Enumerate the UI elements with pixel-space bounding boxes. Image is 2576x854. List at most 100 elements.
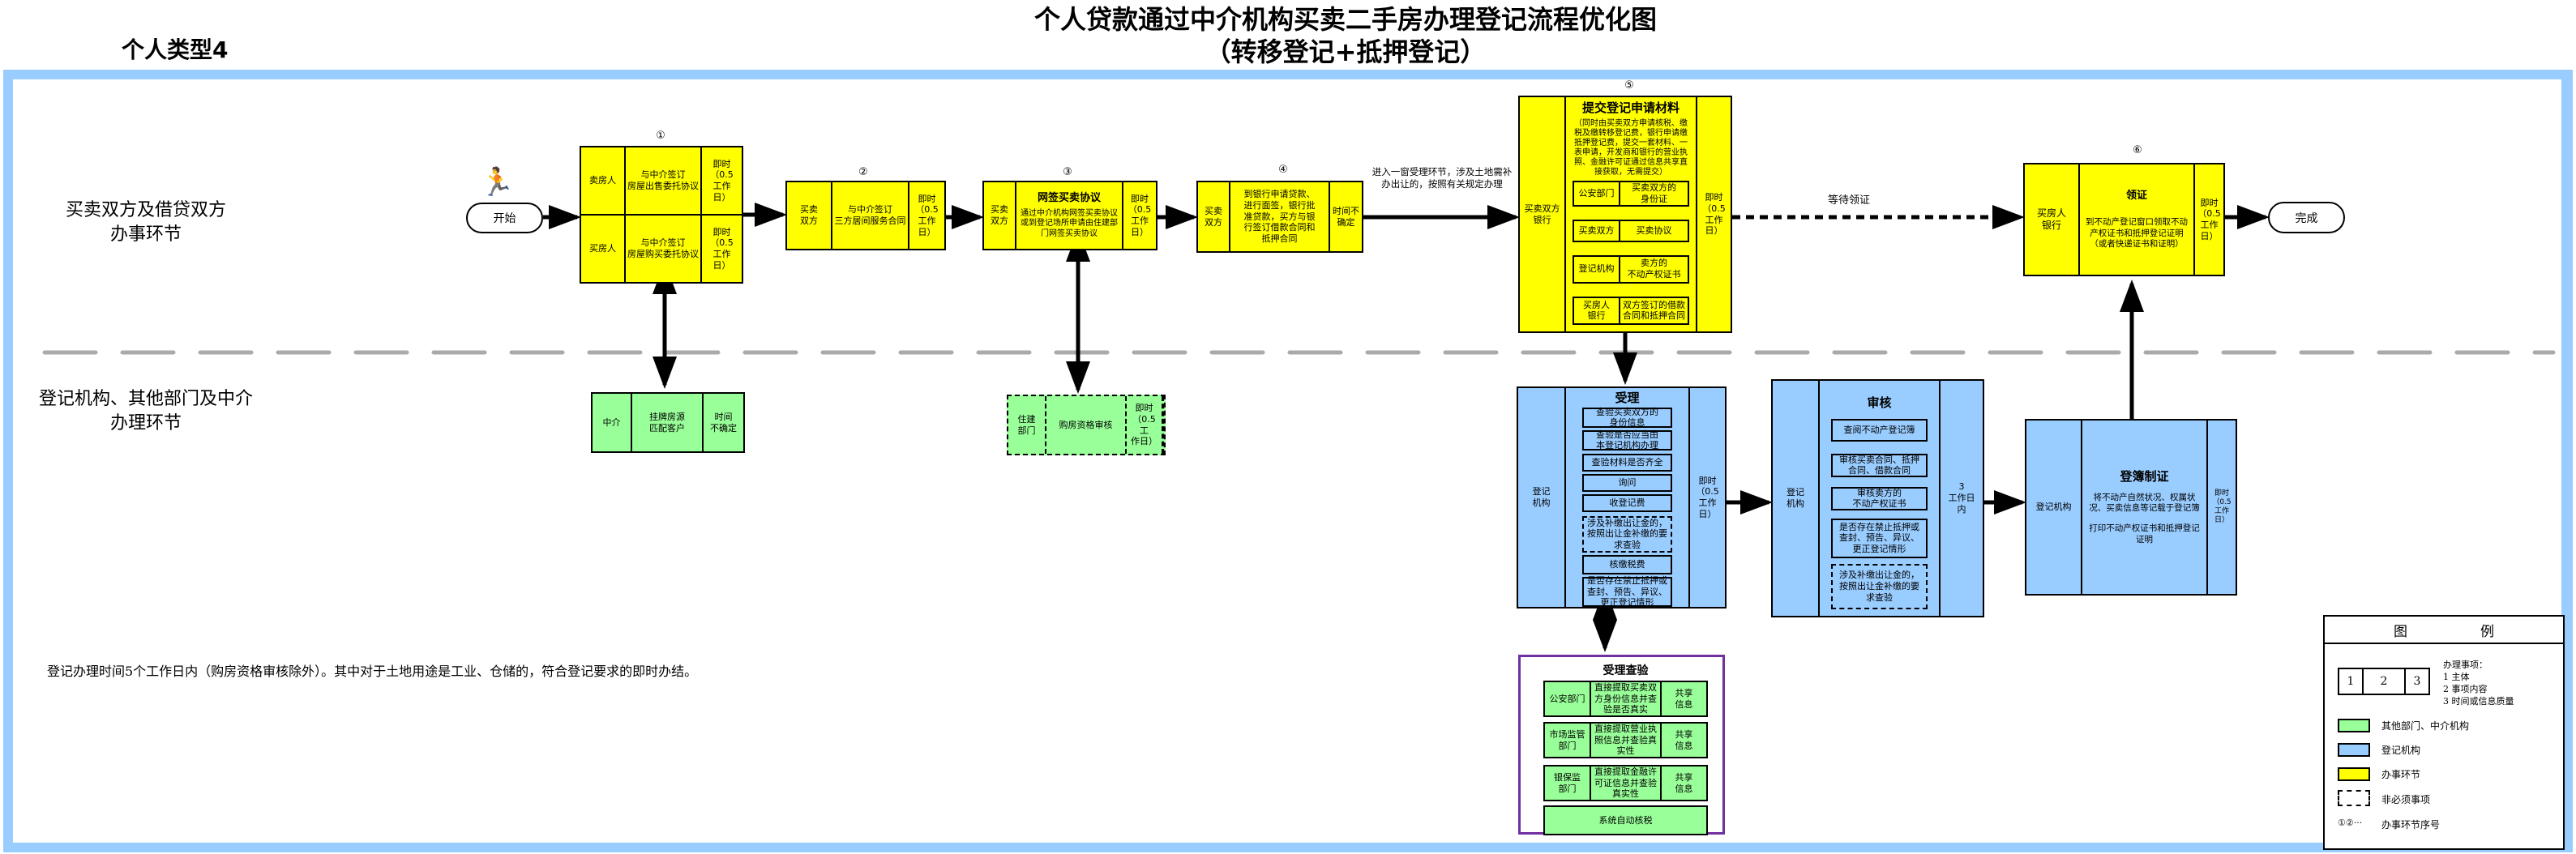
- shared-info-check-box: 受理查验 公安部门直接提取买卖双 方身份信息并查 验是否真实共享 信息 市场监管…: [1518, 655, 1725, 835]
- review-item: 是否存在禁止抵押或 查封、预告、异议、 更正登记情形: [1831, 518, 1928, 558]
- end-terminal: 完成: [2268, 202, 2345, 233]
- purchase-eligibility-box: 住建 部门购房资格审核即时 （0.5工 作日）: [1007, 395, 1166, 455]
- check-row: 公安部门直接提取买卖双 方身份信息并查 验是否真实共享 信息: [1543, 681, 1708, 717]
- dept: 买房人 银行: [1583, 299, 1610, 322]
- step-number: ①: [656, 130, 665, 142]
- step-number: ④: [1278, 164, 1288, 176]
- subject: 买卖 双方: [1198, 182, 1230, 251]
- time: 时间 不确定: [710, 411, 737, 433]
- one-window-note: 进入一窗受理环节，涉及土地需补 办出让的，按照有关规定办理: [1371, 166, 1513, 190]
- check-item: 查验是否应当由 本登记机构办理: [1582, 429, 1672, 450]
- content: 与中介签订 三方居间服务合同: [832, 182, 909, 249]
- step-5-box: 买卖双方 银行 提交登记申请材料 （同时由买卖双方申请核税、缴税及缴转移登记费，…: [1518, 96, 1732, 333]
- material-item: 买卖双方买卖协议: [1573, 219, 1689, 242]
- legend-label: 办事环节: [2381, 769, 2421, 780]
- content: 直接提取营业执 照信息并查验真 实性: [1590, 724, 1660, 757]
- footer-note: 登记办理时间5个工作日内（购房资格审核除外）。其中对于土地用途是工业、仓储的，符…: [47, 664, 698, 679]
- review-item: 查阅不动产登记簿: [1831, 418, 1928, 442]
- step-2-box: 买卖 双方与中介签订 三方居间服务合同即时 （0.5 工作 日）: [785, 181, 946, 250]
- step-content: 到不动产登记窗口领取不动 产权证书和抵押登记证明 （或者快递证书和证明）: [2086, 217, 2188, 249]
- legend-sample-box: 1 2 3: [2338, 668, 2430, 695]
- check-item: 查验买卖双方的 身份信息: [1582, 407, 1672, 428]
- step-note: （同时由买卖双方申请核税、缴税及缴转移登记费，银行申请缴抵押登记费，提交一套材料…: [1574, 118, 1688, 177]
- step-title: 受理: [1615, 391, 1640, 405]
- subject: 中介: [593, 394, 632, 451]
- doc: 买卖协议: [1619, 220, 1688, 241]
- page-type-label: 个人类型4: [122, 36, 229, 63]
- legend-label: 登记机构: [2381, 745, 2421, 756]
- subject: 卖房人: [581, 147, 626, 214]
- legend: 图例 1 2 3 办理事项： 1 主体 2 事项内容 3 时间或信息质量 其他部…: [2323, 615, 2565, 850]
- sample-col: 1: [2339, 669, 2364, 694]
- content: 挂牌房源 匹配客户: [632, 394, 704, 451]
- dept: 银保监 部门: [1554, 771, 1581, 794]
- step-title: 登簿制证: [2120, 469, 2169, 485]
- content: 登簿制证 将不动产自然状况、权属状 况、买卖信息等记载于登记簿 打印不动产权证书…: [2082, 421, 2208, 594]
- legend-title: 例: [2480, 623, 2494, 640]
- subject: 住建 部门: [1008, 396, 1046, 454]
- page-title: 个人贷款通过中介机构买卖二手房办理登记流程优化图（转移登记+抵押登记）: [1021, 3, 1670, 68]
- step-number: ⑤: [1624, 79, 1634, 92]
- step-1-buyer-row: 买房人与中介签订 房屋购买委托协议即时 （0.5 工作 日）: [581, 216, 742, 282]
- doc: 买卖双方的 身份证: [1619, 181, 1688, 205]
- legend-item: 2 事项内容: [2443, 684, 2488, 694]
- content: 购房资格审核: [1046, 396, 1127, 454]
- subject: 买卖 双方: [984, 182, 1016, 249]
- step-1-seller-row: 卖房人与中介签订 房屋出售委托协议即时 （0.5 工作 日）: [581, 147, 742, 216]
- time: 即时 （0.5 工作 日）: [915, 193, 939, 237]
- dept: 市场监管 部门: [1549, 728, 1585, 751]
- check-item: 询问: [1582, 474, 1672, 493]
- dept: 公安部门: [1549, 693, 1585, 704]
- legend-item: 1 主体: [2443, 672, 2470, 682]
- sample-col: 2: [2364, 669, 2406, 694]
- time: 3 工作日 内: [1948, 481, 1975, 515]
- review-item-optional: 涉及补缴出让金的， 按照出让金补缴的要 求查验: [1831, 563, 1928, 609]
- content: 直接提取买卖双 方身份信息并查 验是否真实: [1590, 682, 1660, 715]
- check-item-optional: 涉及补缴出让金的， 按照出让金补缴的要 求查验: [1582, 515, 1672, 553]
- lane-label-agencies: 登记机构、其他部门及中介 办理环节: [38, 389, 253, 433]
- check-row: 银保监 部门直接提取金融许 可证信息并查验 真实性共享 信息: [1543, 765, 1708, 801]
- check-item: 收登记费: [1582, 494, 1672, 512]
- step-title: 领证: [2125, 190, 2147, 203]
- content: 提交登记申请材料 （同时由买卖双方申请核税、缴税及缴转移登记费，银行申请缴抵押登…: [1566, 97, 1697, 331]
- step-number: ⑥: [2133, 144, 2142, 156]
- title-line-2: （转移登记+抵押登记）: [1205, 36, 1487, 67]
- step-title: 审核: [1867, 395, 1892, 410]
- time: 即时 （0.5 工作 日）: [2212, 489, 2232, 525]
- time: 即时 （0.5 工作 日）: [710, 158, 734, 203]
- legend-swatch-blue: [2338, 743, 2370, 757]
- review-box: 登记 机构 审核 查阅不动产登记簿 审核买卖合同、抵押 合同、借款合同 审核卖方…: [1771, 379, 1984, 617]
- step-1-box: 卖房人与中介签订 房屋出售委托协议即时 （0.5 工作 日） 买房人与中介签订 …: [580, 146, 743, 284]
- subject: 买卖双方 银行: [1520, 97, 1566, 331]
- legend-item: 3 时间或信息质量: [2443, 696, 2514, 707]
- start-terminal: 开始: [466, 203, 543, 233]
- runner-icon: 🏃: [480, 166, 515, 199]
- subject: 登记机构: [2026, 421, 2082, 594]
- time: 即时 （0.5 工作 日）: [1702, 192, 1726, 237]
- subject: 登记 机构: [1518, 388, 1566, 607]
- dept: 买卖双方: [1578, 224, 1615, 236]
- diagram-frame: [3, 70, 2573, 852]
- content: 受理 查验买卖双方的 身份信息 查验是否应当由 本登记机构办理 查验材料是否齐全…: [1566, 388, 1690, 608]
- auto-tax-check: 系统自动核税: [1543, 805, 1708, 835]
- content: 审核 查阅不动产登记簿 审核买卖合同、抵押 合同、借款合同 审核卖方的 不动产权…: [1820, 381, 1941, 616]
- content: 直接提取金融许 可证信息并查验 真实性: [1590, 766, 1660, 800]
- check-item: 查验材料是否齐全: [1582, 453, 1672, 472]
- legend-items: 办理事项： 1 主体 2 事项内容 3 时间或信息质量: [2443, 659, 2514, 707]
- subject: 买房人: [581, 216, 626, 282]
- content: 与中介签订 房屋出售委托协议: [626, 147, 702, 214]
- wait-label: 等待领证: [1828, 194, 1871, 207]
- lane-label-parties: 买卖双方及借贷双方 办事环节: [65, 200, 226, 245]
- info: 共享 信息: [1660, 766, 1706, 800]
- step-content: 将不动产自然状况、权属状 况、买卖信息等记载于登记簿: [2089, 493, 2200, 514]
- check-item: 是否存在禁止抵押或 查封、预告、异议、 更正登记情形: [1582, 575, 1672, 608]
- intermediary-listing-box: 中介挂牌房源 匹配客户时间 不确定: [591, 392, 745, 453]
- material-item: 买房人 银行双方签订的借款 合同和抵押合同: [1573, 296, 1689, 325]
- subject: 买卖 双方: [787, 182, 832, 249]
- step-content: 打印不动产权证书和抵押登记 证明: [2089, 523, 2200, 544]
- sample-col: 3: [2413, 675, 2421, 688]
- step-4-box: 买卖 双方到银行申请贷款、 进行面签，银行批 准贷款，买方与银 行签订借款合同和…: [1196, 181, 1363, 253]
- material-item: 登记机构卖方的 不动产权证书: [1573, 254, 1689, 284]
- content: 网签买卖协议通过中介机构网签买卖协议 或到登记场所申请由住建部 门网签买卖协议: [1016, 182, 1123, 249]
- legend-swatch-yellow: [2338, 767, 2370, 781]
